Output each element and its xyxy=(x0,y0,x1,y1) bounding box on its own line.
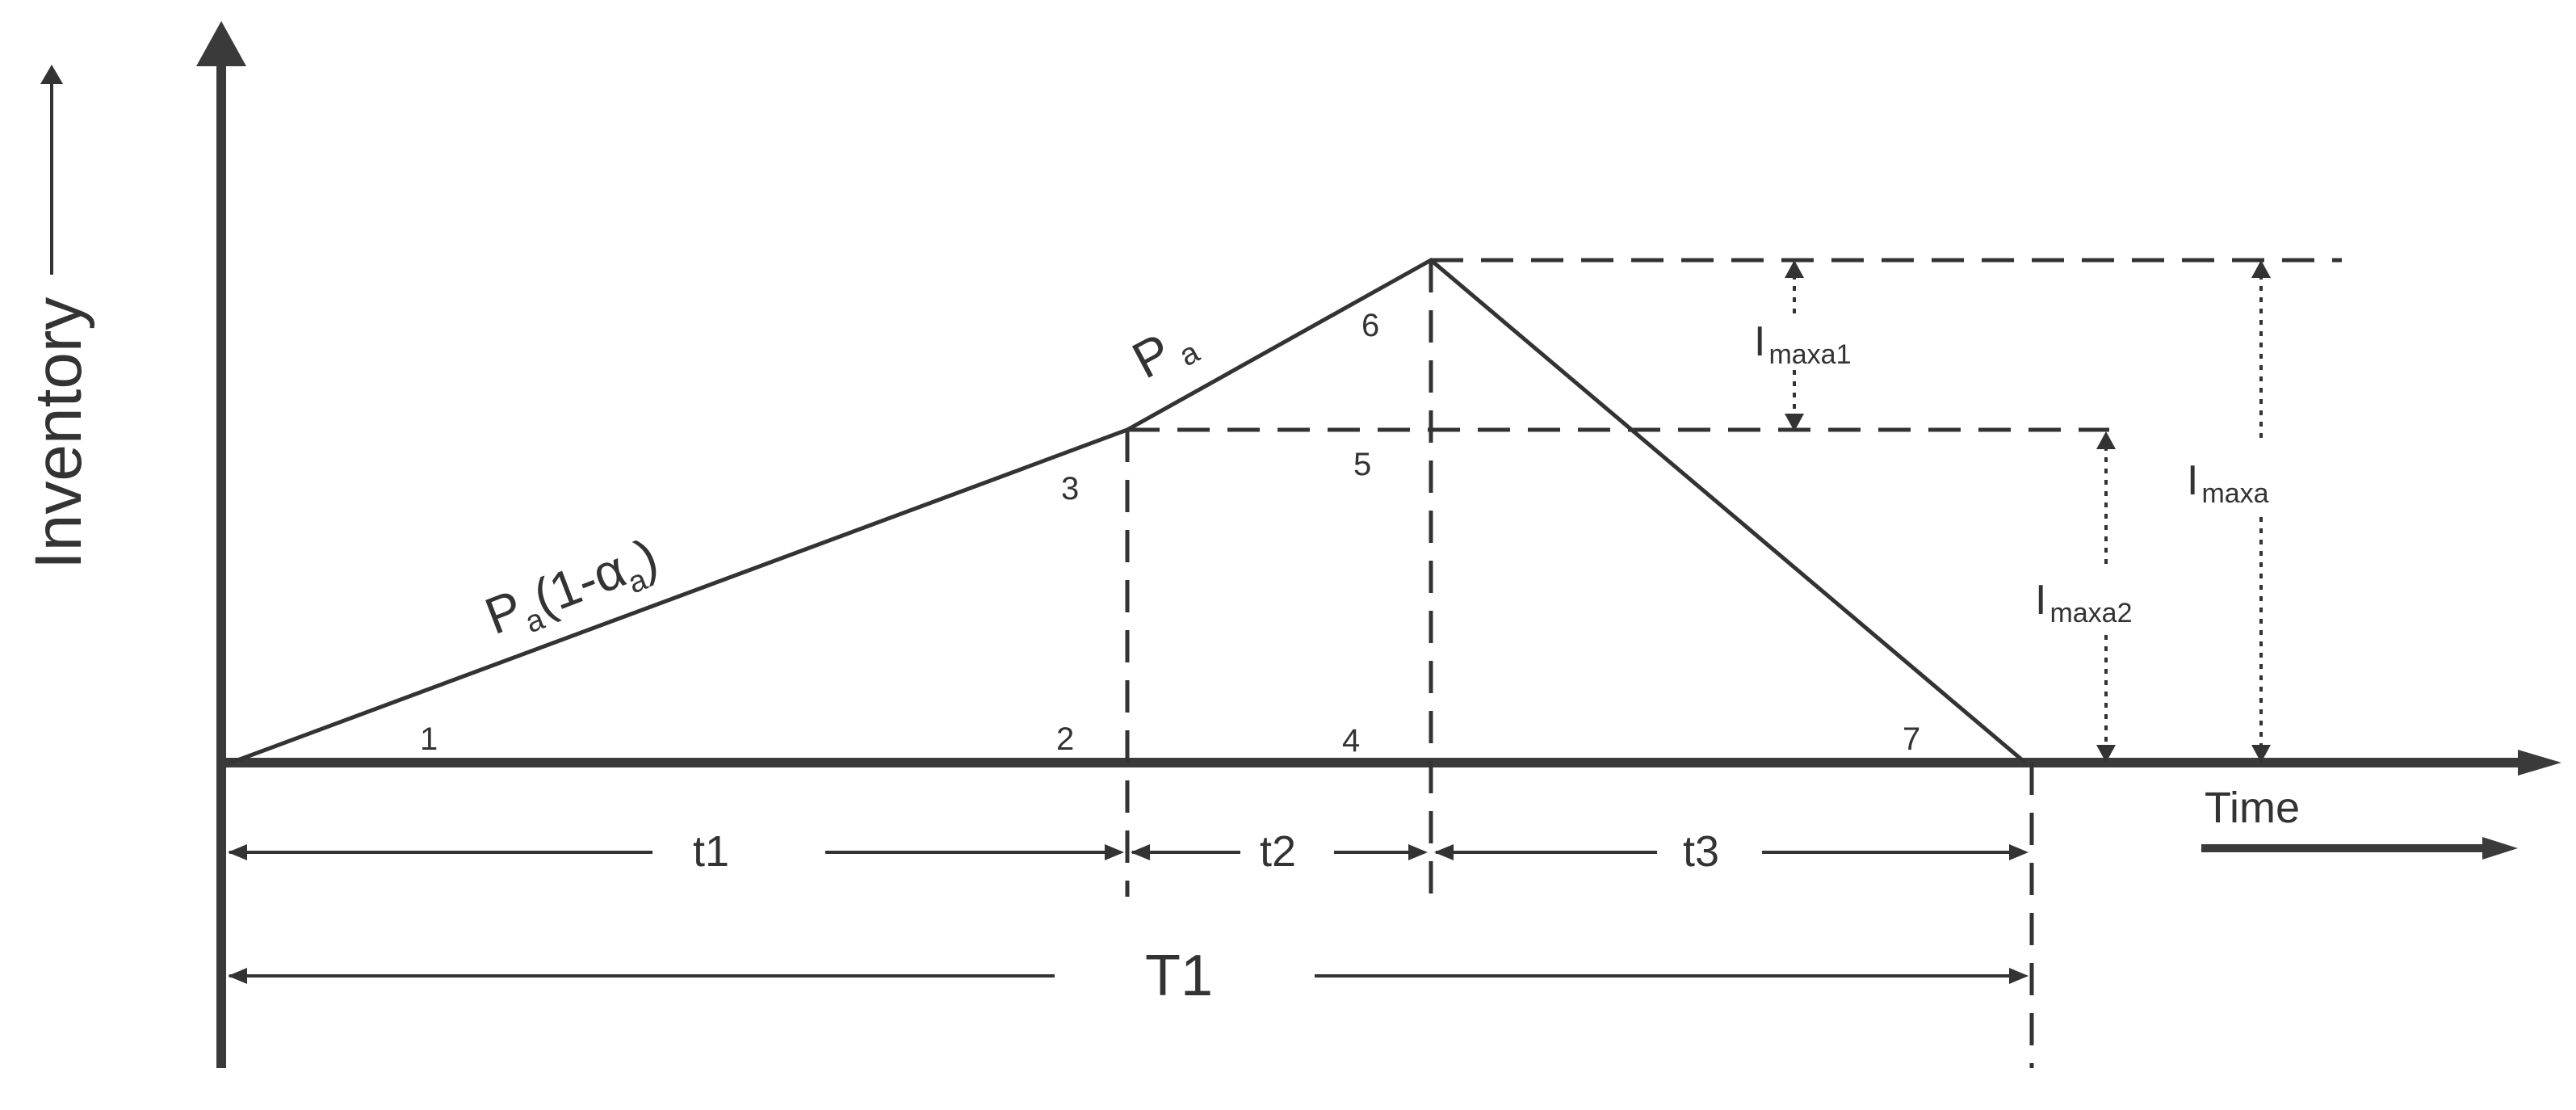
x-axis-arrowhead xyxy=(2518,750,2561,776)
svg-text:Pa(1-αa): Pa(1-αa) xyxy=(477,527,668,652)
interval-total xyxy=(228,968,2028,984)
point-label-4: 4 xyxy=(1342,723,1360,759)
interval-label-t1: t1 xyxy=(693,827,729,876)
y-axis-label: Inventory xyxy=(22,297,95,570)
point-label-6: 6 xyxy=(1361,308,1379,343)
point-label-1: 1 xyxy=(420,721,438,757)
y-label-arrow-head xyxy=(40,65,63,84)
point-label-5: 5 xyxy=(1353,447,1371,482)
interval-t1 xyxy=(228,844,1124,860)
point-label-7: 7 xyxy=(1903,721,1920,757)
dimension-imaxa xyxy=(2251,260,2271,763)
dimension-imaxa1 xyxy=(1785,260,1804,431)
point-label-3: 3 xyxy=(1061,471,1079,507)
time-arrow-head xyxy=(2482,837,2518,860)
point-label-2: 2 xyxy=(1056,721,1074,757)
inventory-curve xyxy=(230,257,2027,765)
interval-label-t2: t2 xyxy=(1260,827,1296,876)
interval-t3 xyxy=(1434,844,2028,860)
x-axis-label: Time xyxy=(2205,784,2300,832)
dimension-imaxa2 xyxy=(2096,431,2116,763)
svg-text:Pa: Pa xyxy=(1123,310,1206,393)
slope-label-production-rate: Pa xyxy=(1123,310,1206,393)
interval-t2 xyxy=(1131,844,1428,860)
interval-label-total: T1 xyxy=(1145,944,1213,1008)
slope-label-production-rate-reduced: Pa(1-αa) xyxy=(477,527,668,652)
y-axis-arrowhead xyxy=(196,21,246,66)
interval-label-t3: t3 xyxy=(1683,827,1719,876)
